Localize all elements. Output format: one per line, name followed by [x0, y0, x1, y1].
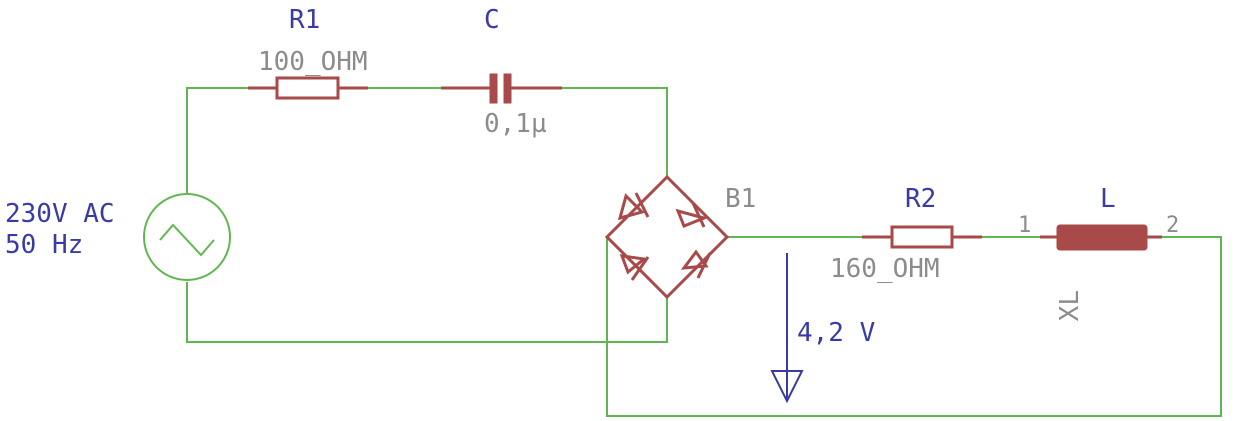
- measured-voltage-label: 4,2 V: [797, 318, 875, 348]
- b1-name: B1: [725, 184, 756, 214]
- r1-value: 100_OHM: [258, 47, 368, 77]
- wire-source-to-r1: [186, 87, 248, 193]
- source-voltage-label: 230V AC: [5, 199, 115, 229]
- source-frequency-label: 50 Hz: [5, 230, 83, 260]
- ac-source: [143, 193, 231, 281]
- r1-name: R1: [289, 5, 320, 35]
- diode-lower-right: [680, 249, 712, 279]
- capacitor-c: [441, 73, 562, 104]
- sine-wave-icon: [159, 223, 215, 257]
- wire-source-to-bridge-bottom: [186, 282, 668, 343]
- diode-lower-left: [619, 254, 650, 281]
- diode-upper-left: [617, 192, 650, 221]
- l-name: L: [1100, 184, 1116, 214]
- voltage-arrow: [770, 253, 804, 404]
- wires: [186, 87, 1222, 417]
- c-value: 0,1µ: [484, 109, 547, 139]
- wire-c-to-bridge: [562, 87, 668, 177]
- c-name: C: [484, 5, 500, 35]
- resistor-r2: [862, 225, 982, 249]
- ac-source-circle: [143, 193, 231, 281]
- resistor-r1: [248, 76, 368, 100]
- diode-upper-right: [675, 202, 709, 228]
- bridge-rectifier-b1: [604, 174, 730, 300]
- r2-value: 160_OHM: [830, 254, 940, 284]
- inductor-l: [1040, 224, 1162, 251]
- l-pin2: 2: [1166, 213, 1179, 238]
- l-pin1: 1: [1018, 213, 1031, 238]
- r2-name: R2: [905, 184, 936, 214]
- l-value: XL: [1055, 290, 1085, 321]
- wire-l-return: [606, 236, 1222, 417]
